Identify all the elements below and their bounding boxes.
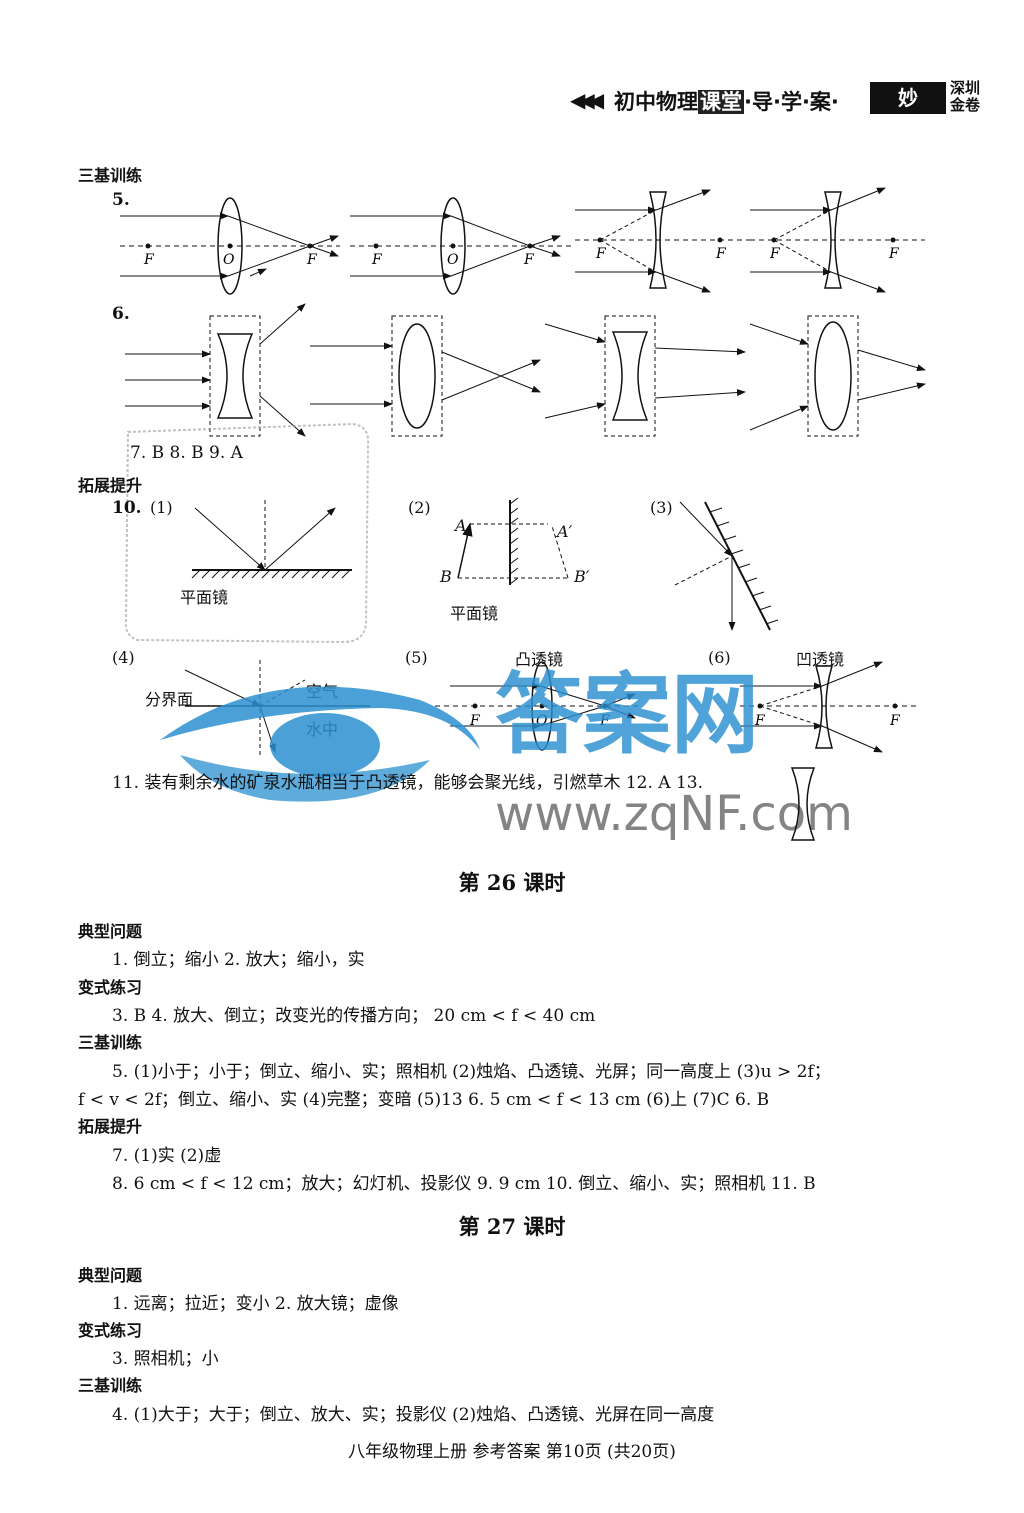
q10-diagram-1-plane-mirror: [191, 500, 352, 579]
question-number-5: 5.: [112, 190, 130, 210]
brand-logo: 妙: [870, 82, 946, 114]
q5-diagram-concave-1: F F: [575, 189, 755, 293]
lesson-27-line-2: 3. 照相机；小: [112, 1349, 219, 1369]
label-plane-mirror-1: 平面镜: [180, 588, 229, 607]
label-concave-lens: 凹透镜: [796, 650, 845, 669]
lesson-27-line-1: 1. 远离；拉近；变小 2. 放大镜；虚像: [112, 1294, 399, 1314]
question-number-6: 6.: [112, 304, 130, 324]
q6-box-concave-1: [125, 303, 306, 437]
part-label-6: (6): [708, 648, 731, 667]
label-convex-lens: 凸透镜: [515, 650, 564, 669]
svg-text:F: F: [754, 713, 766, 729]
svg-text:F: F: [889, 713, 901, 729]
answers-11-13: 11. 装有剩余水的矿泉水瓶相当于凸透镜，能够会聚光线，引燃草木 12. A 1…: [112, 773, 703, 793]
answers-7-9: 7. B 8. B 9. A: [130, 443, 243, 463]
lesson-27-variant-title: 变式练习: [78, 1321, 143, 1340]
svg-text:O: O: [223, 252, 235, 268]
lesson-27-basic-title: 三基训练: [78, 1376, 143, 1395]
lesson-27-heading: 第 27 课时: [458, 1214, 566, 1239]
page-header: ◀◀◀ 初中物理课堂·导·学·案· 妙 深圳金卷: [570, 79, 990, 116]
q10-row1-diagrams: [191, 497, 779, 631]
lesson-26-variant-title: 变式练习: [78, 978, 143, 997]
lesson-27-typical-title: 典型问题: [78, 1266, 143, 1285]
q5-diagram-convex-2: F O F: [350, 197, 572, 295]
svg-text:O: O: [447, 252, 459, 268]
q5-diagram-convex-1: F O F: [120, 197, 340, 295]
part-label-4: (4): [112, 648, 135, 667]
q10-diagram-5-convex: F O F: [435, 661, 640, 751]
watermark-logo: 答案网 www.zqNF.com: [160, 663, 853, 840]
q6-box-convex-2: [749, 315, 926, 437]
q10-row2-diagrams: F O F F F: [184, 660, 920, 755]
watermark-chars: 答案网: [495, 663, 759, 766]
section-title-extension: 拓展提升: [78, 476, 143, 495]
part-label-3: (3): [650, 498, 673, 517]
watermark-url: www.zqNF.com: [495, 786, 853, 840]
part-label-5: (5): [405, 648, 428, 667]
q6-box-convex-1: [310, 315, 541, 437]
series-title: 初中物理课堂·导·学·案·: [614, 90, 839, 114]
arrows-icon: ◀◀◀: [570, 88, 604, 112]
lesson-26-line-3: 5. (1)小于；小于；倒立、缩小、实；照相机 (2)烛焰、凸透镜、光屏；同一高…: [112, 1062, 831, 1082]
svg-text:F: F: [888, 246, 900, 262]
label-point-b: B: [440, 567, 452, 586]
svg-text:F: F: [595, 246, 607, 262]
question-number-10: 10.: [112, 498, 142, 518]
label-point-a-prime: A′: [557, 522, 573, 541]
lesson-26-line-4: f < v < 2f；倒立、缩小、实 (4)完整；变暗 (5)13 6. 5 c…: [78, 1090, 770, 1110]
page-footer: 八年级物理上册 参考答案 第10页 (共20页): [348, 1442, 676, 1462]
q10-diagram-2-image: [457, 497, 569, 585]
q10-diagram-3-mirror: [674, 501, 779, 631]
lesson-26-line-1: 1. 倒立；缩小 2. 放大；缩小，实: [112, 950, 365, 970]
lesson-26-line-6: 8. 6 cm < f < 12 cm；放大；幻灯机、投影仪 9. 9 cm 1…: [112, 1174, 816, 1194]
q6-box-concave-2: [544, 315, 746, 437]
q5-lens-diagrams: F O F F O F F F: [120, 187, 925, 295]
lesson-27-line-3: 4. (1)大于；大于；倒立、放大、实；投影仪 (2)烛焰、凸透镜、光屏在同一高…: [112, 1405, 715, 1425]
lesson-26-typical-title: 典型问题: [78, 922, 143, 941]
svg-text:F: F: [769, 246, 781, 262]
q6-lens-box-diagrams: [125, 303, 926, 437]
q5-diagram-concave-2: F F: [750, 187, 925, 293]
svg-text:F: F: [371, 252, 383, 268]
label-plane-mirror-2: 平面镜: [450, 604, 499, 623]
lesson-26-basic-title: 三基训练: [78, 1033, 143, 1052]
q10-diagram-6-concave: F F: [740, 661, 920, 753]
svg-text:O: O: [536, 713, 548, 729]
svg-text:F: F: [306, 252, 318, 268]
svg-text:F: F: [143, 252, 155, 268]
part-label-2: (2): [408, 498, 431, 517]
svg-text:F: F: [599, 713, 611, 729]
section-title-basic: 三基训练: [78, 166, 143, 185]
part-label-1: (1): [150, 498, 173, 517]
lesson-26-heading: 第 26 课时: [458, 870, 566, 895]
brand-label: 深圳金卷: [950, 79, 981, 114]
svg-text:F: F: [523, 252, 535, 268]
q13-concave-lens: [790, 767, 816, 841]
lesson-26-extension-title: 拓展提升: [78, 1117, 143, 1136]
label-point-b-prime: B′: [574, 567, 590, 586]
lesson-26-line-2: 3. B 4. 放大、倒立；改变光的传播方向； 20 cm < f < 40 c…: [112, 1006, 596, 1026]
label-point-a: A: [455, 516, 467, 535]
svg-text:F: F: [469, 713, 481, 729]
lesson-26-line-5: 7. (1)实 (2)虚: [112, 1146, 222, 1166]
label-boundary: 分界面: [145, 690, 194, 709]
svg-text:F: F: [715, 246, 727, 262]
